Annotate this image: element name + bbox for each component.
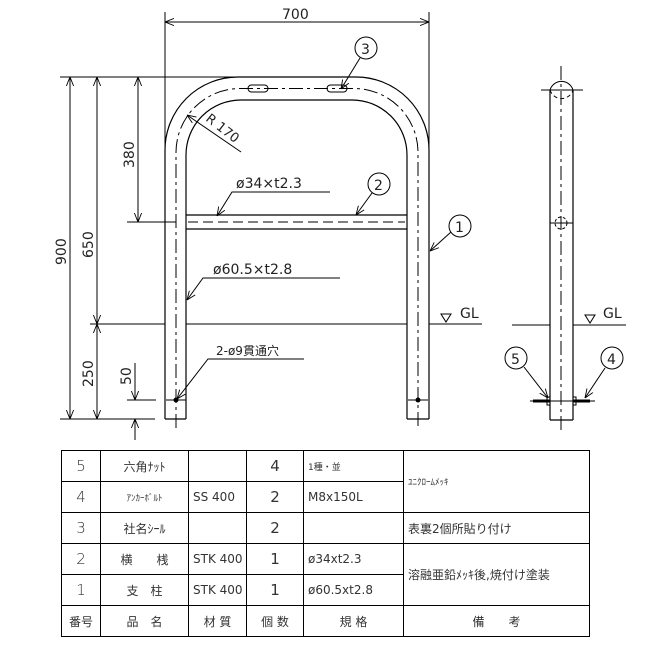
cell-no: 4 <box>61 481 101 513</box>
dim-height-650: 650 <box>81 231 97 258</box>
header-qty: 個 数 <box>246 605 304 637</box>
cell-spec: M8x150L <box>303 481 404 513</box>
horizontal-rail <box>186 214 407 230</box>
cell-name: 社名ｼｰﾙ <box>100 512 189 544</box>
cell-spec: ø60.5xt2.8 <box>303 574 404 606</box>
post-pipe-spec-label: ø60.5×t2.8 <box>213 262 292 278</box>
front-view: GL 700 900 650 250 380 50 R <box>54 7 482 440</box>
cell-material <box>188 450 247 482</box>
cell-spec: 1種・並 <box>303 450 404 482</box>
header-no: 番号 <box>61 605 101 637</box>
cell-name: ｱﾝｶｰﾎﾞﾙﾄ <box>100 481 189 513</box>
header-remarks: 備 考 <box>403 605 590 637</box>
cell-name: 支 柱 <box>100 574 189 606</box>
cell-material: STK 400 <box>188 543 247 575</box>
dim-radius: R 170 <box>203 111 242 146</box>
post-centerline <box>175 88 419 428</box>
cell-remarks: 表裏2個所貼り付け <box>403 512 590 544</box>
cell-qty: 2 <box>246 512 304 544</box>
gl-label-side: GL <box>603 306 622 322</box>
header-name: 品 名 <box>100 605 189 637</box>
dim-height-250: 250 <box>81 360 97 387</box>
cell-material: SS 400 <box>188 481 247 513</box>
cell-qty: 2 <box>246 481 304 513</box>
cell-spec: ø34xt2.3 <box>303 543 404 575</box>
table-row: 5 六角ﾅｯﾄ 4 1種・並 ﾕﾆｸﾛｰﾑﾒｯｷ <box>61 450 590 513</box>
cell-qty: 4 <box>246 450 304 482</box>
cell-remarks: 溶融亜鉛ﾒｯｷ後,焼付け塗装 <box>403 543 590 606</box>
gl-label-front: GL <box>460 306 479 322</box>
cell-no: 5 <box>61 450 101 482</box>
table-row: 2 横 桟 STK 400 1 ø34xt2.3 溶融亜鉛ﾒｯｷ後,焼付け塗装 <box>61 543 590 606</box>
parts-list-table: 5 六角ﾅｯﾄ 4 1種・並 ﾕﾆｸﾛｰﾑﾒｯｷ 4 ｱﾝｶｰﾎﾞﾙﾄ SS 4… <box>61 450 590 637</box>
post-outer-outline <box>164 76 430 419</box>
gl-triangle-side-icon <box>584 314 596 324</box>
cell-no: 1 <box>61 574 101 606</box>
technical-drawing: GL 700 900 650 250 380 50 R <box>54 7 626 440</box>
balloon-2: 2 <box>374 178 383 194</box>
cell-no: 3 <box>61 512 101 544</box>
side-view: GL 5 4 <box>504 66 626 430</box>
table-row: 4 ｱﾝｶｰﾎﾞﾙﾄ SS 400 2 M8x150L <box>61 481 590 513</box>
balloon-5: 5 <box>511 352 520 368</box>
dim-height-380: 380 <box>122 141 138 168</box>
cell-spec <box>303 512 404 544</box>
gl-triangle-icon <box>440 313 452 323</box>
dim-height-50: 50 <box>119 367 135 385</box>
seal-slot-left <box>247 84 269 93</box>
header-material: 材 質 <box>188 605 247 637</box>
post-inner-outline <box>185 99 408 419</box>
through-hole-label: 2-ø9貫通穴 <box>216 343 279 358</box>
table-row: 3 社名ｼｰﾙ 2 表裏2個所貼り付け <box>61 512 590 544</box>
balloon-4: 4 <box>607 352 616 368</box>
dim-width-700: 700 <box>282 7 309 23</box>
balloon-1: 1 <box>455 220 464 236</box>
cell-material <box>188 512 247 544</box>
cell-qty: 1 <box>246 543 304 575</box>
table-header-row: 番号 品 名 材 質 個 数 規 格 備 考 <box>61 605 590 637</box>
dim-height-900: 900 <box>54 238 70 265</box>
cell-remarks: ﾕﾆｸﾛｰﾑﾒｯｷ <box>403 450 590 513</box>
rail-pipe-spec-label: ø34×t2.3 <box>236 176 302 192</box>
cell-name: 六角ﾅｯﾄ <box>100 450 189 482</box>
balloon-3: 3 <box>361 42 370 58</box>
cell-no: 2 <box>61 543 101 575</box>
header-spec: 規 格 <box>303 605 404 637</box>
cell-name: 横 桟 <box>100 543 189 575</box>
cell-qty: 1 <box>246 574 304 606</box>
cell-material: STK 400 <box>188 574 247 606</box>
